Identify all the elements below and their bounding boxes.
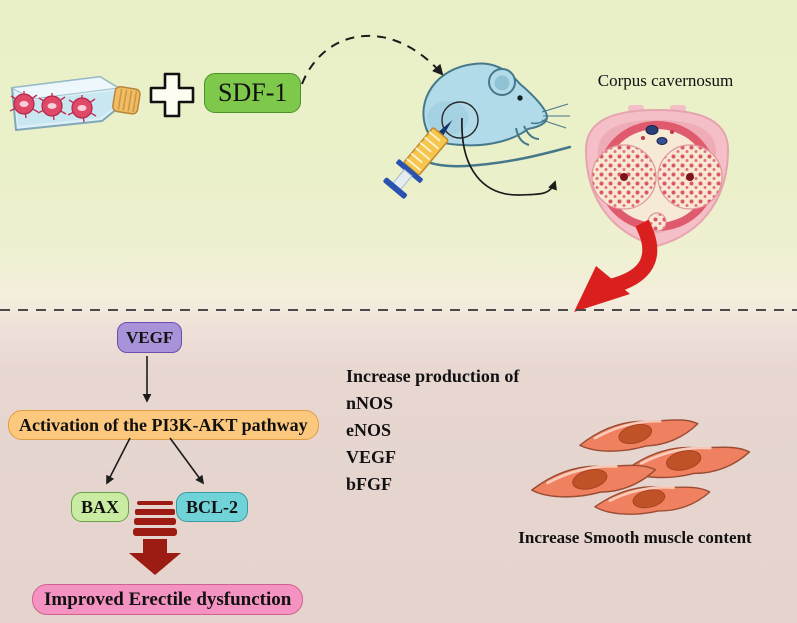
red-arrow	[574, 220, 658, 312]
mouse-illustration	[416, 62, 572, 168]
production-list: Increase production of nNOS eNOS VEGF bF…	[346, 363, 519, 498]
smooth-muscle-caption: Increase Smooth muscle content	[518, 528, 752, 547]
dashed-divider	[0, 309, 797, 311]
production-item: bFGF	[346, 474, 393, 494]
outcome-label: Improved Erectile dysfunction	[44, 589, 292, 610]
corpus-cavernosum-illustration	[584, 105, 730, 248]
stem-cells	[9, 91, 97, 123]
corpus-cavernosum-label: Corpus cavernosum	[597, 71, 734, 90]
bcl2-label: BCL-2	[186, 497, 239, 517]
striped-down-arrow-icon	[129, 501, 181, 575]
pi3k-akt-pathway-badge: Activation of the PI3K-AKT pathway	[8, 410, 319, 440]
production-item: nNOS	[346, 393, 394, 413]
dashed-arrow	[301, 34, 444, 85]
arrow-vegf-to-pathway	[142, 356, 152, 403]
smooth-muscle-cells-illustration	[528, 412, 753, 519]
mouse-whiskers	[541, 103, 570, 129]
production-item: eNOS	[346, 420, 391, 440]
dorsal-vessels	[641, 125, 674, 145]
plus-icon	[149, 72, 195, 118]
curved-arrow	[461, 117, 557, 196]
sdf1-label: SDF-1	[218, 78, 288, 107]
mouse-eye	[517, 95, 523, 101]
bax-label: BAX	[81, 497, 120, 517]
pathway-label: Activation of the PI3K-AKT pathway	[19, 415, 308, 435]
vegf-badge: VEGF	[117, 322, 183, 353]
bax-badge: BAX	[71, 492, 130, 522]
injection-site-circle	[441, 101, 479, 139]
syringe-icon	[383, 119, 453, 199]
arrows-pathway-to-targets	[106, 437, 205, 485]
cell-culture-flask-icon	[9, 76, 141, 131]
vegf-label: VEGF	[126, 328, 174, 347]
bcl2-badge: BCL-2	[176, 492, 249, 522]
production-title: Increase production of	[346, 366, 520, 386]
outcome-badge: Improved Erectile dysfunction	[32, 584, 304, 615]
sdf1-badge: SDF-1	[204, 73, 302, 113]
production-item: VEGF	[346, 447, 397, 467]
